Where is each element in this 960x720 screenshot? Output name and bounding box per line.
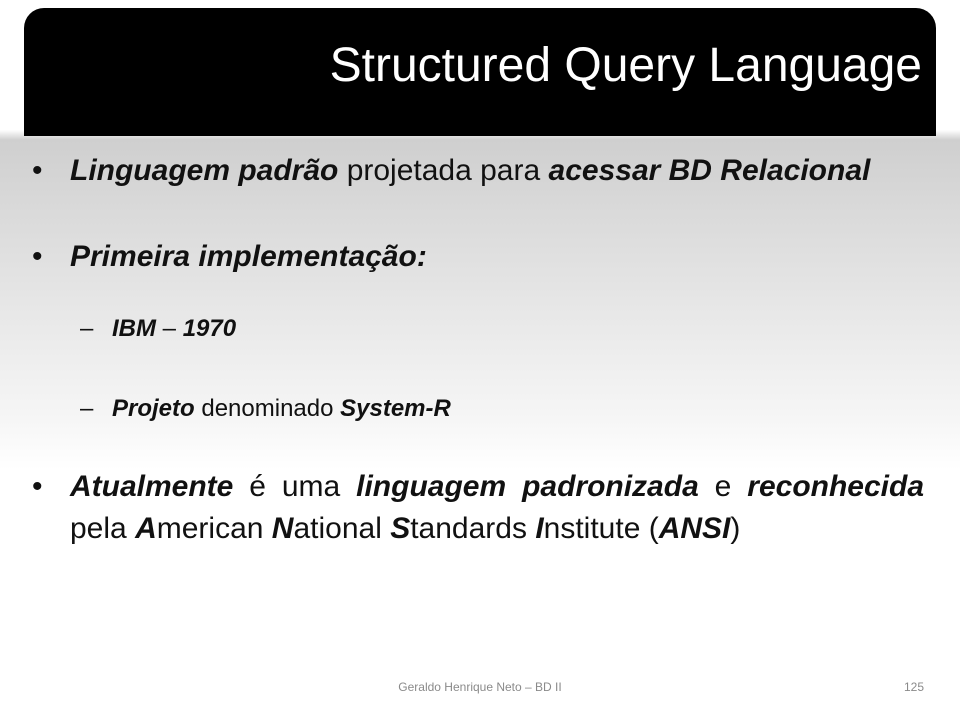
bullet-3-emphasis-3: reconhecida — [747, 470, 925, 503]
sub-bullet-1-emphasis-2: 1970 — [182, 315, 237, 342]
bullet-3-text-4: merican — [156, 512, 272, 545]
slide-footer: Geraldo Henrique Neto – BD II — [398, 680, 562, 694]
sub-bullet-marker: – — [80, 315, 94, 342]
slide-content: • Linguagem padrão projetada para acessa… — [32, 150, 924, 550]
sub-bullet-1-text: – — [156, 315, 183, 342]
page-number: 125 — [903, 680, 924, 694]
title-bar: Structured Query Language — [24, 8, 936, 136]
acronym-ansi: ANSI — [658, 512, 731, 545]
acronym-letter-s: S — [390, 512, 411, 545]
acronym-letter-i: I — [535, 512, 544, 545]
bullet-3-text-3: pela — [70, 512, 136, 545]
sub-bullet-2-emphasis-1: Projeto — [112, 395, 195, 422]
bullet-marker: • — [32, 470, 43, 503]
bullet-3-text-1: é uma — [233, 470, 357, 503]
bullet-3-emphasis-2: linguagem padronizada — [356, 470, 699, 503]
bullet-3-text-6: tandards — [410, 512, 536, 545]
bullet-3-emphasis-1: Atualmente — [70, 470, 234, 503]
acronym-letter-n: N — [271, 512, 294, 545]
bullet-1-emphasis-2: acessar BD Relacional — [548, 154, 871, 187]
bullet-3-text-7: nstitute ( — [543, 512, 659, 545]
bullet-3: • Atualmente é uma linguagem padronizada… — [32, 466, 924, 550]
bullet-1-text-1: projetada para — [338, 154, 549, 187]
sub-bullet-1-emphasis-1: IBM — [112, 315, 156, 342]
sub-bullet-2-text: denominado — [194, 395, 341, 422]
sub-bullet-2-emphasis-2: System-R — [340, 395, 451, 422]
sub-bullet-1: – IBM – 1970 — [32, 312, 924, 346]
slide-title: Structured Query Language — [329, 39, 922, 92]
bullet-3-text-8: ) — [730, 512, 741, 545]
bullet-1: • Linguagem padrão projetada para acessa… — [32, 150, 924, 192]
bullet-marker: • — [32, 240, 43, 273]
bullet-2: • Primeira implementação: — [32, 236, 924, 278]
sub-bullet-marker: – — [80, 395, 94, 422]
bullet-marker: • — [32, 154, 43, 187]
bullet-3-text-2: e — [698, 470, 748, 503]
bullet-2-text: Primeira implementação: — [70, 240, 427, 273]
bullet-1-emphasis-1: Linguagem padrão — [70, 154, 339, 187]
acronym-letter-a: A — [135, 512, 157, 545]
sub-bullet-2: – Projeto denominado System-R — [32, 392, 924, 426]
bullet-3-text-5: ational — [293, 512, 391, 545]
